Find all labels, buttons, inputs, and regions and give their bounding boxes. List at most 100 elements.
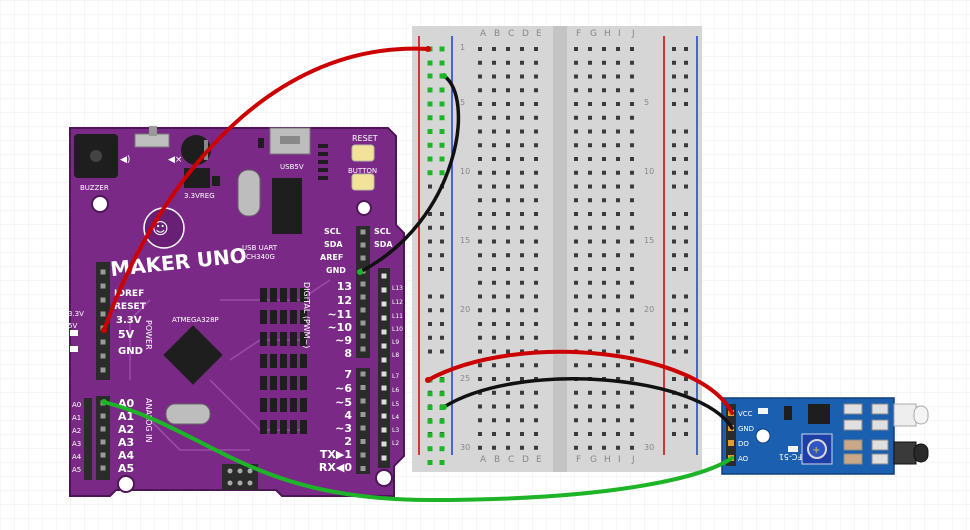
rail-hole: [428, 239, 432, 244]
breadboard-hole: [520, 267, 524, 271]
breadboard-hole: [478, 294, 482, 299]
breadboard-hole: [630, 404, 634, 409]
rail-hole: [684, 390, 688, 395]
breadboard-hole: [602, 404, 606, 409]
onboard-led: [300, 354, 307, 368]
sensor-ic: [808, 404, 830, 424]
rail-hole: [428, 253, 432, 258]
user-button[interactable]: [351, 173, 375, 191]
rail-hole: [672, 253, 676, 258]
top-right-label: AREF: [320, 253, 343, 262]
rail-hole: [684, 157, 688, 161]
rail-hole: [672, 129, 676, 134]
breadboard-hole: [520, 418, 524, 423]
rail-hole: [440, 294, 444, 299]
buzzer-switch-knob[interactable]: [149, 126, 157, 136]
breadboard-hole: [602, 335, 606, 340]
reset-button[interactable]: [351, 144, 375, 162]
rail-hole-active: [439, 170, 445, 176]
digital-pin-label: 8: [344, 347, 352, 360]
header-pin: [360, 281, 366, 287]
breadboard-hole: [506, 267, 510, 271]
breadboard-hole: [520, 143, 524, 148]
rail-hole: [684, 170, 688, 175]
breadboard-hole: [574, 239, 578, 244]
row-number: 1: [460, 43, 465, 52]
rail-hole-active: [439, 391, 445, 397]
breadboard-hole: [630, 322, 634, 326]
rail-hole: [684, 74, 688, 79]
header-pin: [360, 255, 366, 261]
breadboard-hole: [574, 308, 578, 313]
breadboard-hole: [478, 445, 482, 450]
col-letter: I: [618, 29, 621, 39]
breadboard-hole: [506, 432, 510, 436]
breadboard-hole: [534, 335, 538, 340]
breadboard-hole: [520, 184, 524, 189]
led-label: L9: [392, 339, 399, 346]
breadboard-hole: [492, 418, 496, 423]
smd-part: [318, 160, 328, 164]
rail-hole: [672, 88, 676, 93]
breadboard-hole: [616, 322, 620, 326]
breadboard-hole: [492, 170, 496, 175]
sensor-pin-label: DO: [738, 440, 749, 448]
breadboard-hole: [492, 432, 496, 436]
breadboard-hole: [616, 143, 620, 148]
breadboard-hole: [534, 88, 538, 93]
breadboard-hole: [520, 404, 524, 409]
breadboard-hole: [630, 184, 634, 189]
breadboard-hole: [506, 184, 510, 189]
power-pin-labels: IOREF RESET 3.3V 5V GND: [114, 289, 147, 357]
potentiometer-knob[interactable]: [807, 439, 827, 459]
smd-components: [212, 138, 328, 186]
breadboard-hole: [478, 253, 482, 258]
onboard-led: [300, 288, 307, 302]
breadboard-hole: [534, 143, 538, 148]
digital-pin-label: ~9: [335, 334, 352, 347]
header-pin: [381, 273, 387, 279]
header-pin: [360, 466, 366, 471]
breadboard-hole: [630, 212, 634, 216]
rail-hole: [672, 418, 676, 423]
breadboard-hole: [574, 294, 578, 299]
led-label: L7: [392, 373, 399, 380]
crystal-2: [165, 403, 211, 425]
ir-receiver-base: [893, 441, 917, 465]
rail-hole: [440, 225, 444, 230]
onboard-led: [270, 332, 277, 346]
maker-uno-board: BUZZER ◀) ◀× 3.3VREG USB5V RESET BUTTON …: [68, 126, 405, 497]
breadboard-hole: [506, 225, 510, 230]
breadboard-hole: [492, 74, 496, 79]
col-letter: A: [480, 455, 487, 465]
sensor-passive: [843, 453, 863, 465]
breadboard-hole: [520, 239, 524, 244]
breadboard-hole: [588, 74, 592, 79]
header-pin: [381, 399, 387, 405]
wire-end: [441, 73, 447, 79]
breadboard-hole: [616, 184, 620, 189]
breadboard-hole: [630, 129, 634, 134]
breadboard-hole: [534, 47, 538, 51]
rail-hole: [672, 102, 676, 106]
breadboard-hole: [588, 294, 592, 299]
breadboard-hole: [520, 60, 524, 65]
sensor-header: [726, 404, 736, 466]
breadboard-hole: [574, 115, 578, 120]
col-letter: G: [590, 455, 597, 465]
breadboard-hole: [534, 184, 538, 189]
col-letter: F: [576, 29, 581, 39]
ir-receiver-body: [913, 443, 929, 463]
rail-hole: [672, 212, 676, 216]
rail-hole: [672, 225, 676, 230]
wire-green-ao: [102, 400, 734, 503]
rail-hole: [440, 308, 444, 313]
breadboard-hole: [492, 115, 496, 120]
breadboard-hole: [602, 170, 606, 175]
header-pin: [360, 439, 366, 444]
breadboard-hole: [520, 308, 524, 313]
rail-hole-active: [439, 418, 445, 424]
breadboard-hole: [520, 280, 524, 285]
breadboard-hole: [574, 390, 578, 395]
col-letter: D: [522, 29, 529, 39]
